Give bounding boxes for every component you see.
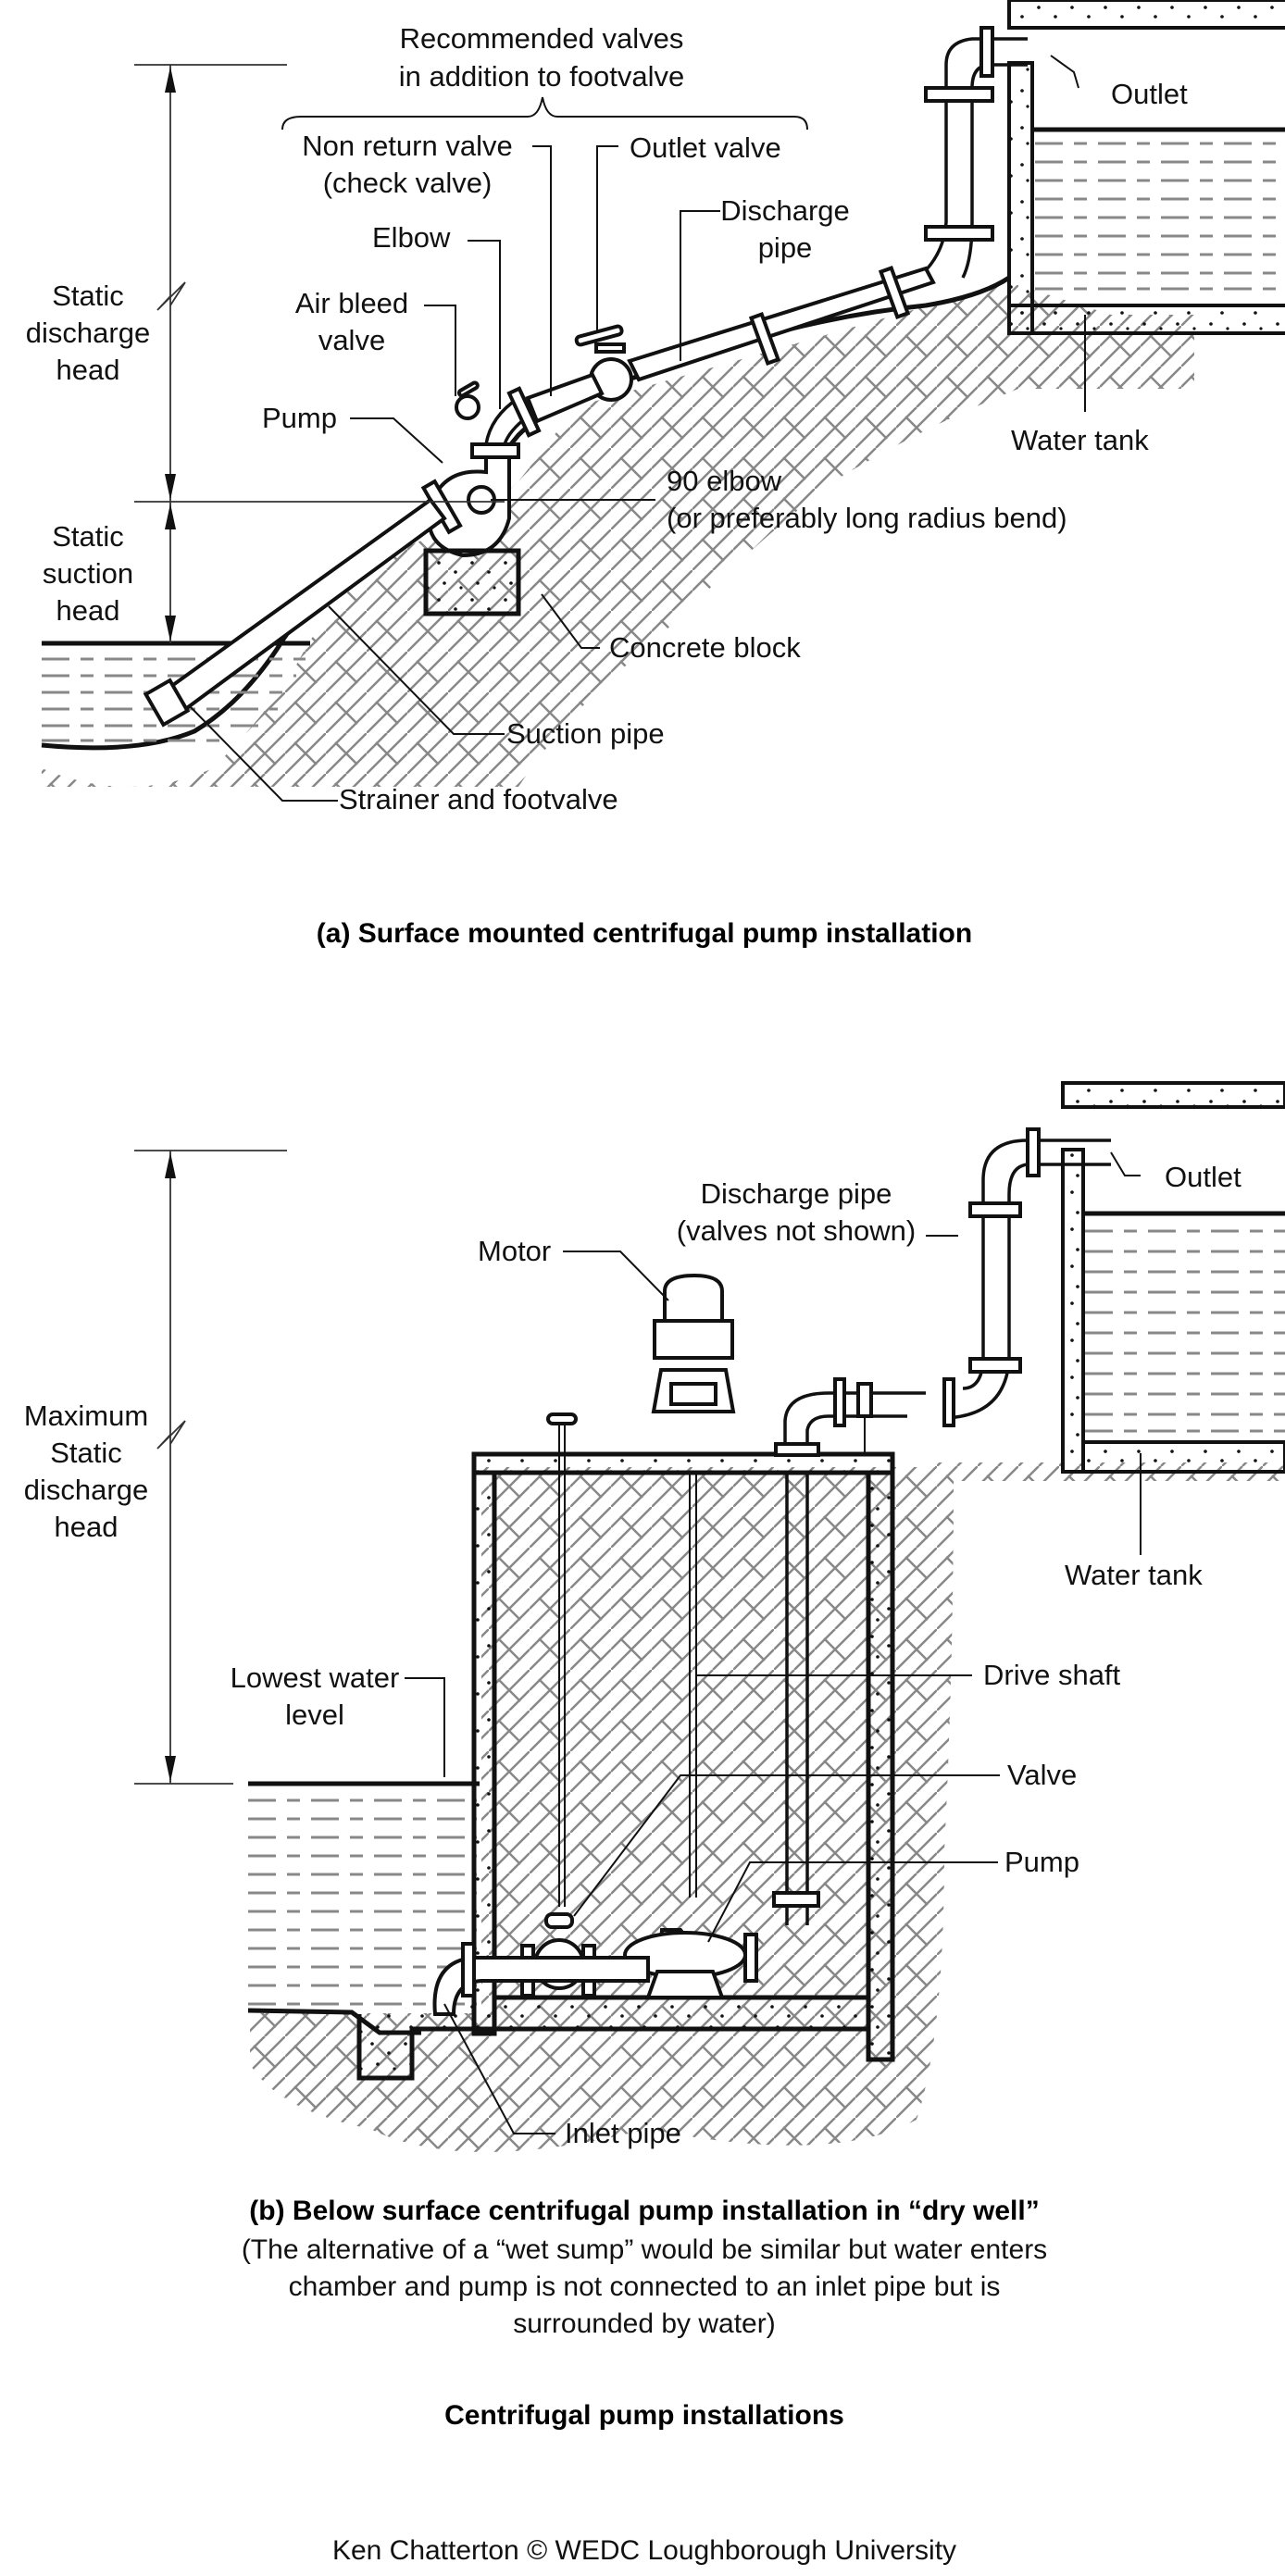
label-water-tank-a: Water tank bbox=[1011, 424, 1149, 456]
strainer-footvalve bbox=[143, 678, 191, 728]
label-discharge-pipe-b-2: (valves not shown) bbox=[677, 1214, 916, 1247]
label-non-return-valve-2: (check valve) bbox=[323, 167, 493, 199]
label-max-head-1: Maximum bbox=[24, 1400, 148, 1432]
note-panel-b-1: (The alternative of a “wet sump” would b… bbox=[242, 2234, 1047, 2265]
labels-a: Recommended valves in addition to footva… bbox=[26, 22, 1188, 815]
dry-well bbox=[356, 1451, 895, 2081]
water-tank-b bbox=[1061, 1081, 1285, 1474]
label-pump-b: Pump bbox=[1004, 1846, 1079, 1878]
caption-panel-b: (b) Below surface centrifugal pump insta… bbox=[249, 2196, 1039, 2226]
dimension-lines-a bbox=[134, 64, 505, 643]
label-air-bleed-valve-1: Air bleed bbox=[295, 287, 408, 319]
label-water-tank-b: Water tank bbox=[1065, 1559, 1203, 1591]
dimension-lines-b bbox=[134, 1150, 287, 1785]
note-panel-b-2: chamber and pump is not connected to an … bbox=[289, 2271, 1001, 2302]
leaders-b bbox=[405, 1151, 1142, 2134]
label-pump-a: Pump bbox=[262, 402, 337, 434]
discharge-pipe-a bbox=[627, 26, 1028, 382]
label-recommended-valves-1: Recommended valves bbox=[400, 22, 684, 55]
label-outlet-b: Outlet bbox=[1165, 1161, 1241, 1193]
label-static-suction-head-3: head bbox=[56, 594, 120, 627]
elbow-a bbox=[484, 386, 542, 445]
pump-b bbox=[623, 1928, 758, 1999]
label-recommended-valves-2: in addition to footvalve bbox=[399, 60, 685, 93]
panel-a: Recommended valves in addition to footva… bbox=[26, 0, 1285, 949]
label-static-discharge-head-2: discharge bbox=[26, 317, 150, 349]
label-max-head-2: Static bbox=[50, 1437, 122, 1469]
concrete-block bbox=[423, 548, 521, 616]
label-static-suction-head-1: Static bbox=[52, 520, 124, 553]
label-discharge-pipe-b-1: Discharge pipe bbox=[701, 1177, 892, 1210]
figure-credit: Ken Chatterton © WEDC Loughborough Unive… bbox=[332, 2535, 956, 2566]
inlet-pipe bbox=[432, 1942, 650, 2016]
label-discharge-pipe-1: Discharge bbox=[720, 194, 850, 227]
label-90-elbow-2: (or preferably long radius bend) bbox=[667, 502, 1067, 534]
label-air-bleed-valve-2: valve bbox=[318, 324, 385, 356]
water-tank-a bbox=[1007, 0, 1285, 335]
valves-brace bbox=[281, 96, 808, 131]
figure-title: Centrifugal pump installations bbox=[444, 2400, 844, 2431]
label-inlet-pipe: Inlet pipe bbox=[565, 2117, 681, 2149]
label-max-head-4: head bbox=[55, 1511, 119, 1543]
label-drive-shaft: Drive shaft bbox=[983, 1659, 1121, 1691]
label-90-elbow-1: 90 elbow bbox=[667, 465, 782, 497]
label-strainer-footvalve: Strainer and footvalve bbox=[339, 783, 618, 815]
label-concrete-block: Concrete block bbox=[609, 631, 801, 664]
label-lowest-water-level-1: Lowest water bbox=[231, 1661, 400, 1694]
label-static-discharge-head-3: head bbox=[56, 354, 120, 386]
caption-panel-a: (a) Surface mounted centrifugal pump ins… bbox=[317, 918, 972, 949]
source-water-b bbox=[247, 1781, 480, 2035]
label-static-suction-head-2: suction bbox=[43, 557, 133, 590]
label-discharge-pipe-2: pipe bbox=[758, 231, 813, 264]
label-lowest-water-level-2: level bbox=[285, 1699, 344, 1731]
note-panel-b-3: surrounded by water) bbox=[513, 2308, 775, 2339]
label-max-head-3: discharge bbox=[24, 1474, 148, 1506]
label-elbow: Elbow bbox=[372, 221, 451, 254]
discharge-pipe-b bbox=[772, 1127, 1111, 1925]
label-suction-pipe: Suction pipe bbox=[506, 717, 665, 750]
label-motor: Motor bbox=[478, 1235, 551, 1267]
label-valve: Valve bbox=[1007, 1759, 1077, 1791]
label-outlet-valve: Outlet valve bbox=[630, 131, 781, 164]
soil-hill bbox=[42, 282, 1194, 787]
non-return-valve bbox=[525, 372, 605, 424]
panel-b: Motor Discharge pipe (valves not shown) … bbox=[24, 1081, 1285, 2339]
label-non-return-valve-1: Non return valve bbox=[302, 130, 512, 162]
motor bbox=[651, 1273, 736, 1413]
leaders-a bbox=[189, 55, 1086, 802]
label-outlet-a: Outlet bbox=[1111, 78, 1188, 110]
label-static-discharge-head-1: Static bbox=[52, 280, 124, 312]
valve-spindle bbox=[546, 1412, 578, 1907]
pump-a bbox=[420, 442, 520, 558]
air-bleed-valve bbox=[455, 380, 480, 420]
labels-b: Motor Discharge pipe (valves not shown) … bbox=[24, 1161, 1241, 2149]
drive-shaft bbox=[689, 1473, 697, 1898]
